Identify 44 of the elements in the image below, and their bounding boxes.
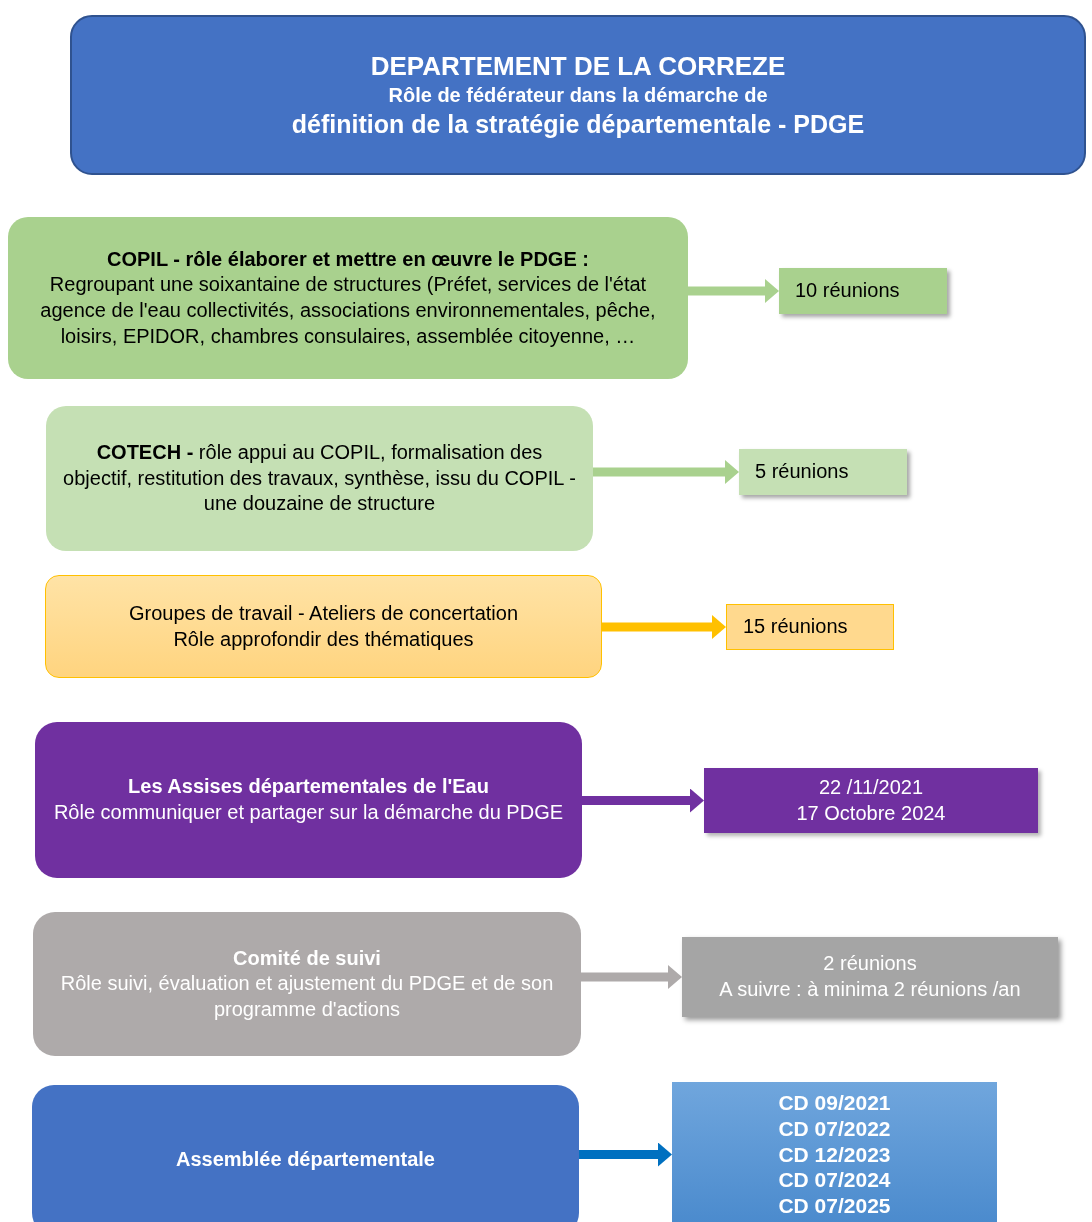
arrow	[602, 615, 726, 639]
title-banner	[70, 15, 1086, 175]
box-text: 17 Octobre 2024	[796, 800, 946, 826]
box-text: Rôle communiquer et partager sur la démarche du PDGE	[53, 800, 564, 825]
process-box	[35, 722, 582, 878]
box-text: 2 réunions	[823, 951, 917, 977]
count-box	[726, 604, 894, 650]
process-box	[8, 217, 688, 379]
date-box	[672, 1082, 997, 1222]
process-box	[32, 1085, 579, 1222]
box-text: 15 réunions	[743, 614, 848, 640]
arrow	[688, 279, 779, 303]
count-box	[779, 268, 947, 314]
arrow	[593, 460, 739, 484]
box-heading: CD 09/2021	[778, 1090, 891, 1117]
box-text: Rôle suivi, évaluation et ajustement du PDGE et de son programme d'actions	[59, 971, 555, 1022]
box-text: 22 /11/2021	[818, 774, 924, 800]
box-text: Rôle approfondir des thématiques	[173, 626, 474, 652]
count-box	[682, 937, 1058, 1017]
box-text: CD 07/2022	[778, 1116, 891, 1142]
date-box	[704, 768, 1038, 833]
box-text: 10 réunions	[795, 278, 900, 304]
arrow	[579, 1142, 672, 1167]
box-text: CD 07/2025	[778, 1192, 891, 1219]
box-text: CD 07/2024	[778, 1167, 891, 1193]
box-text: Groupes de travail - Ateliers de concertation	[128, 600, 519, 626]
box-text: Regroupant une soixantaine de structures (Préfet, services de l'état agence de l'eau collectivités, associations environnementales, pêche, loisirs, EPIDOR, chambres consulaires, assemblée citoyenne, …	[39, 272, 657, 349]
box-heading: Les Assises départementales de l'Eau	[128, 774, 489, 800]
process-box	[33, 912, 581, 1056]
box-text: CD 12/2023	[778, 1141, 891, 1168]
box-text: COTECH - rôle appui au COPIL, formalisation des objectif, restitution des travaux, synthèse, issu du COPIL - une douzaine de structure	[62, 440, 577, 517]
process-box	[45, 575, 602, 678]
box-text: Rôle de fédérateur dans la démarche de	[388, 82, 768, 108]
arrow	[581, 965, 682, 989]
box-heading: Comité de suivi	[233, 945, 381, 971]
box-text: 5 réunions	[755, 459, 849, 485]
box-heading: DEPARTEMENT DE LA CORREZE	[370, 49, 786, 83]
box-heading: COPIL - rôle élaborer et mettre en œuvre le PDGE :	[107, 246, 589, 272]
count-box	[739, 449, 907, 495]
box-text: Assemblée départementale	[176, 1147, 435, 1173]
box-text: A suivre : à minima 2 réunions /an	[719, 977, 1021, 1002]
box-text: définition de la stratégie départementale - PDGE	[291, 109, 865, 141]
process-box	[46, 406, 593, 551]
arrow	[582, 788, 704, 813]
